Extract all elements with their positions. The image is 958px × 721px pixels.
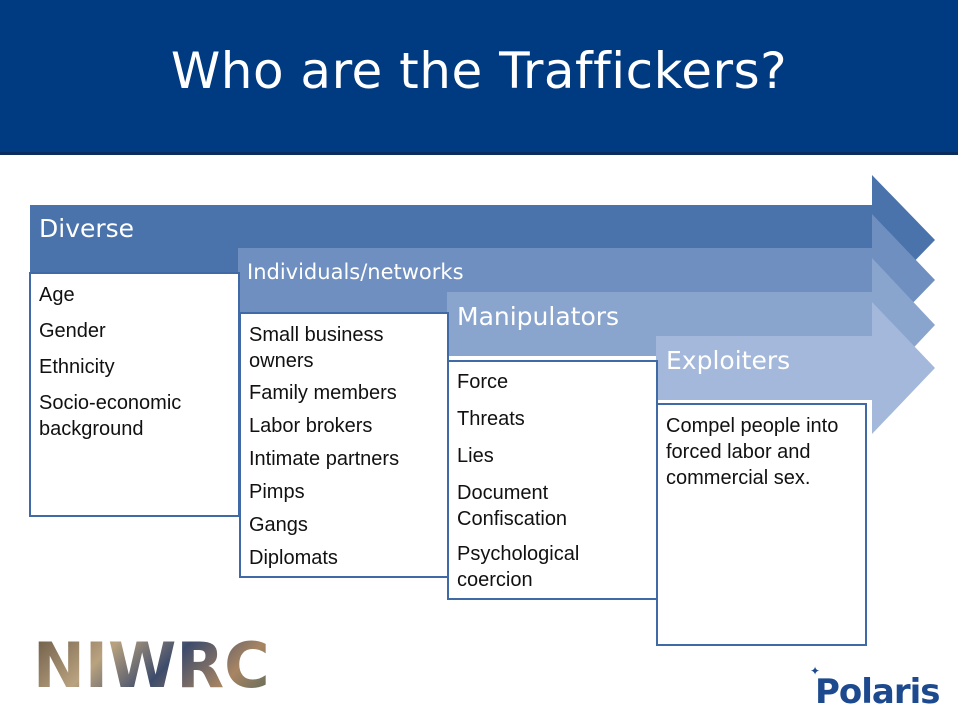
arrow-individuals-networks <box>238 214 935 345</box>
list-item: Document Confiscation <box>457 482 568 530</box>
list-item: Family members <box>249 382 397 404</box>
box-manipulators: Force Threats Lies Document Confiscation… <box>447 360 658 600</box>
list-item: Small business owners <box>249 324 384 372</box>
star-icon: ✦ <box>810 664 821 678</box>
list-item: Force <box>457 371 509 393</box>
arrow-label-individuals-networks: Individuals/networks <box>247 260 464 284</box>
title-bar: Who are the Traffickers? <box>0 0 958 155</box>
list-item: Compel people into forced labor and comm… <box>666 415 839 489</box>
list-item: Lies <box>457 445 494 467</box>
slide-title: Who are the Traffickers? <box>170 42 788 100</box>
arrow-manipulators <box>447 258 935 392</box>
box-exploiters: Compel people into forced labor and comm… <box>656 403 867 646</box>
list-item: Intimate partners <box>249 448 400 470</box>
niwrc-logo-text: NIWRC <box>33 629 270 702</box>
arrow-exploiters <box>656 302 935 434</box>
list-item: Gender <box>39 320 106 342</box>
list-item: Socio-economic background <box>39 392 182 440</box>
list-item: Ethnicity <box>39 356 115 378</box>
list-item: Gangs <box>249 514 308 536</box>
box-individuals-networks: Small business owners Family members Lab… <box>239 312 449 578</box>
arrow-label-diverse: Diverse <box>39 214 135 243</box>
list-item: Labor brokers <box>249 415 373 437</box>
list-item: Psychological coercion <box>457 543 580 591</box>
niwrc-logo: NIWRC <box>33 629 270 702</box>
arrow-label-manipulators: Manipulators <box>457 302 620 331</box>
arrow-label-exploiters: Exploiters <box>666 346 791 375</box>
list-item: Threats <box>457 408 525 430</box>
arrow-diverse <box>30 175 935 305</box>
list-item: Pimps <box>249 481 305 503</box>
list-item: Diplomats <box>249 547 338 569</box>
box-diverse: Age Gender Ethnicity Socio-economic back… <box>29 272 240 517</box>
polaris-logo: Polaris <box>815 672 941 712</box>
list-item: Age <box>39 284 75 306</box>
